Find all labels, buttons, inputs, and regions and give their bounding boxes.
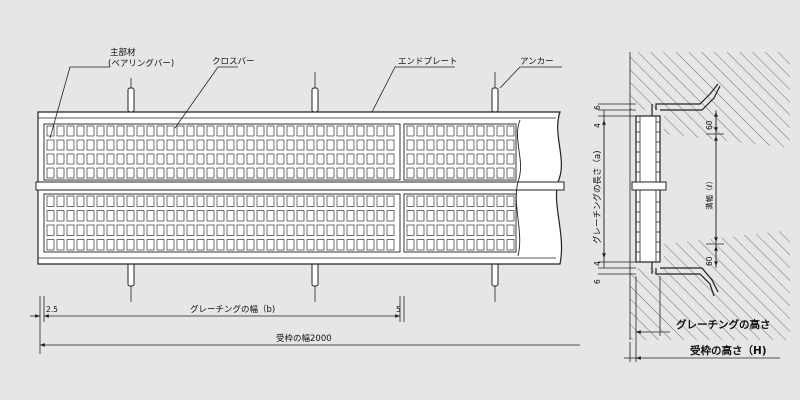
label-end-plate: エンドプレート: [398, 57, 458, 67]
label-anchor: アンカー: [520, 57, 554, 67]
dim-bot-60: 60: [705, 256, 714, 266]
dim-bot-4: 4: [593, 261, 602, 266]
label-cross-bar: クロスバー: [212, 57, 255, 67]
anchor-bottom-2: [311, 261, 319, 287]
dim-top-6: 6: [593, 105, 602, 110]
anchor-bottom-1: [127, 261, 135, 287]
plan-dimensions: [30, 296, 580, 354]
dim-bot-6: 6: [593, 279, 602, 284]
dim-top-4: 4: [593, 123, 602, 128]
dim-top-60: 60: [705, 120, 714, 130]
anchor-bottom-3: [491, 261, 499, 287]
label-frame-height: 受枠の高さ（H): [690, 344, 767, 357]
anchors-bottom: [127, 261, 499, 287]
label-frame-width: 受枠の幅2000: [276, 333, 332, 344]
section-center-bar: [631, 181, 667, 191]
label-grating-width: グレーチングの幅（b): [190, 304, 275, 315]
label-grating-height: グレーチングの高さ: [676, 318, 771, 331]
anchor-top-1: [127, 87, 135, 113]
dim-mid-gap: 5: [396, 305, 401, 314]
anchor-top-3: [491, 87, 499, 113]
section-view: [598, 52, 790, 362]
anchors-top: [127, 87, 499, 113]
label-groove-width: 溝幅（ℓ）: [704, 177, 714, 210]
label-grating-length: グレーチングの長さ（a): [592, 150, 603, 244]
label-main-member: 主部材: [110, 47, 136, 58]
label-bearing-bar: (ベアリングバー): [108, 58, 174, 69]
dim-left-gap: 2.5: [46, 305, 58, 314]
grating-panels: [43, 123, 517, 253]
leaders: [49, 66, 562, 139]
center-bar: [35, 181, 565, 191]
anchor-top-2: [311, 87, 319, 113]
plan-view: [35, 72, 565, 302]
